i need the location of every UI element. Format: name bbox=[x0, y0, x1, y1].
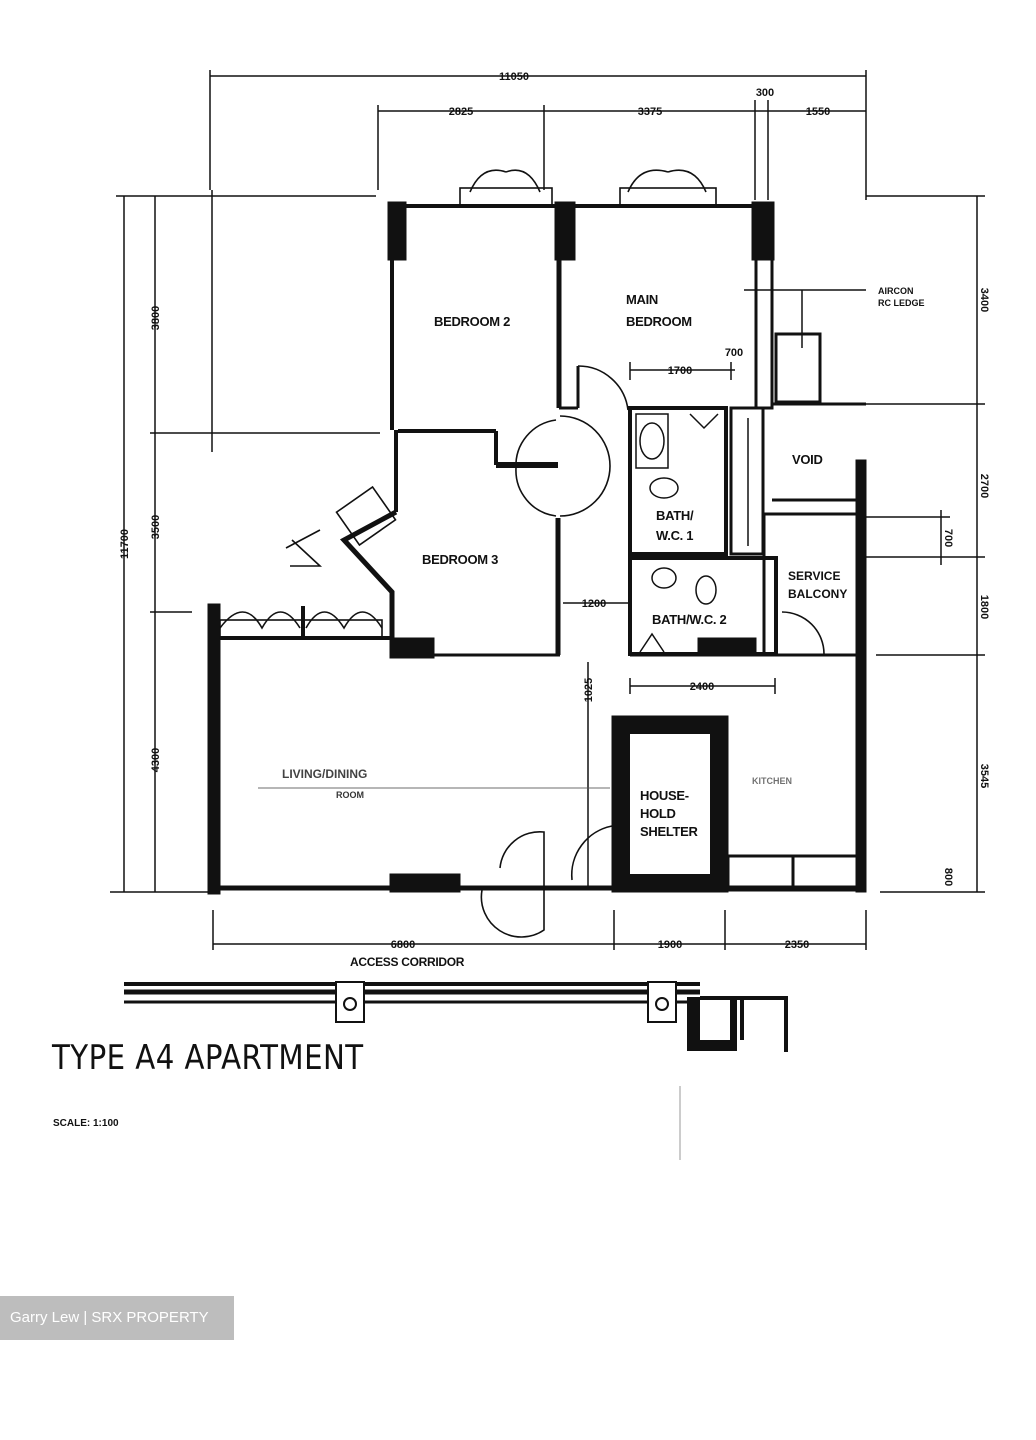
right-dimension-lines bbox=[866, 195, 985, 893]
top-dimension-lines bbox=[209, 70, 867, 200]
label-main-bedroom: MAIN bbox=[626, 292, 658, 307]
svg-text:3500: 3500 bbox=[150, 515, 162, 539]
label-aircon-ledge: AIRCON bbox=[878, 286, 914, 296]
watermark-badge: Garry Lew | SRX PROPERTY bbox=[0, 1296, 234, 1340]
label-bath-wc-2: BATH/W.C. 2 bbox=[652, 612, 727, 627]
label-living-dining: LIVING/DINING ROOM bbox=[258, 767, 610, 800]
svg-text:2825: 2825 bbox=[449, 106, 473, 118]
label-service-balcony: SERVICE bbox=[788, 569, 840, 583]
svg-text:300: 300 bbox=[756, 87, 774, 99]
label-bath-wc-1: BATH/ bbox=[656, 508, 694, 523]
svg-text:LIVING/DINING: LIVING/DINING bbox=[282, 767, 367, 781]
svg-text:1200: 1200 bbox=[582, 598, 606, 610]
svg-text:2700: 2700 bbox=[978, 474, 990, 498]
svg-text:700: 700 bbox=[942, 529, 954, 547]
svg-text:1550: 1550 bbox=[806, 106, 830, 118]
svg-text:4300: 4300 bbox=[150, 748, 162, 772]
left-dimension-lines bbox=[110, 190, 380, 893]
svg-text:3545: 3545 bbox=[978, 764, 990, 788]
dimension-labels: 11050 2825 3375 300 1550 11700 3800 3500… bbox=[119, 71, 990, 951]
svg-text:2400: 2400 bbox=[690, 681, 714, 693]
svg-text:1800: 1800 bbox=[978, 595, 990, 619]
plan-scale: SCALE: 1:100 bbox=[53, 1118, 119, 1129]
svg-text:3375: 3375 bbox=[638, 106, 662, 118]
label-household-shelter: HOUSE- bbox=[640, 788, 689, 803]
svg-text:700: 700 bbox=[725, 347, 743, 359]
label-access-corridor: ACCESS CORRIDOR bbox=[350, 955, 465, 969]
access-corridor-structure bbox=[124, 981, 788, 1160]
label-bedroom-2: BEDROOM 2 bbox=[434, 314, 510, 329]
walls bbox=[207, 201, 867, 895]
svg-text:BALCONY: BALCONY bbox=[788, 587, 847, 601]
label-void: VOID bbox=[792, 452, 823, 467]
svg-text:1700: 1700 bbox=[668, 365, 692, 377]
fixtures bbox=[635, 413, 749, 653]
svg-text:800: 800 bbox=[942, 868, 954, 886]
svg-text:11700: 11700 bbox=[119, 529, 131, 559]
windows-doors bbox=[219, 169, 825, 938]
room-labels: BEDROOM 2 MAIN BEDROOM BEDROOM 3 BATH/ W… bbox=[258, 286, 925, 969]
svg-text:6800: 6800 bbox=[391, 939, 415, 951]
svg-text:1900: 1900 bbox=[658, 939, 682, 951]
svg-text:11050: 11050 bbox=[499, 71, 529, 83]
svg-text:KITCHEN: KITCHEN bbox=[752, 776, 792, 786]
svg-text:BEDROOM: BEDROOM bbox=[626, 314, 692, 329]
svg-text:ROOM: ROOM bbox=[336, 790, 364, 800]
svg-text:SHELTER: SHELTER bbox=[640, 824, 699, 839]
label-kitchen: KITCHEN bbox=[752, 776, 792, 786]
bottom-dimension-lines bbox=[212, 910, 867, 950]
plan-title: TYPE A4 APARTMENT bbox=[52, 1038, 364, 1078]
svg-text:3400: 3400 bbox=[978, 288, 990, 312]
svg-text:HOLD: HOLD bbox=[640, 806, 676, 821]
svg-text:RC LEDGE: RC LEDGE bbox=[878, 298, 925, 308]
svg-text:1025: 1025 bbox=[583, 678, 595, 702]
svg-text:W.C. 1: W.C. 1 bbox=[656, 528, 693, 543]
svg-text:3800: 3800 bbox=[150, 306, 162, 330]
label-bedroom-3: BEDROOM 3 bbox=[422, 552, 498, 567]
svg-text:2350: 2350 bbox=[785, 939, 809, 951]
